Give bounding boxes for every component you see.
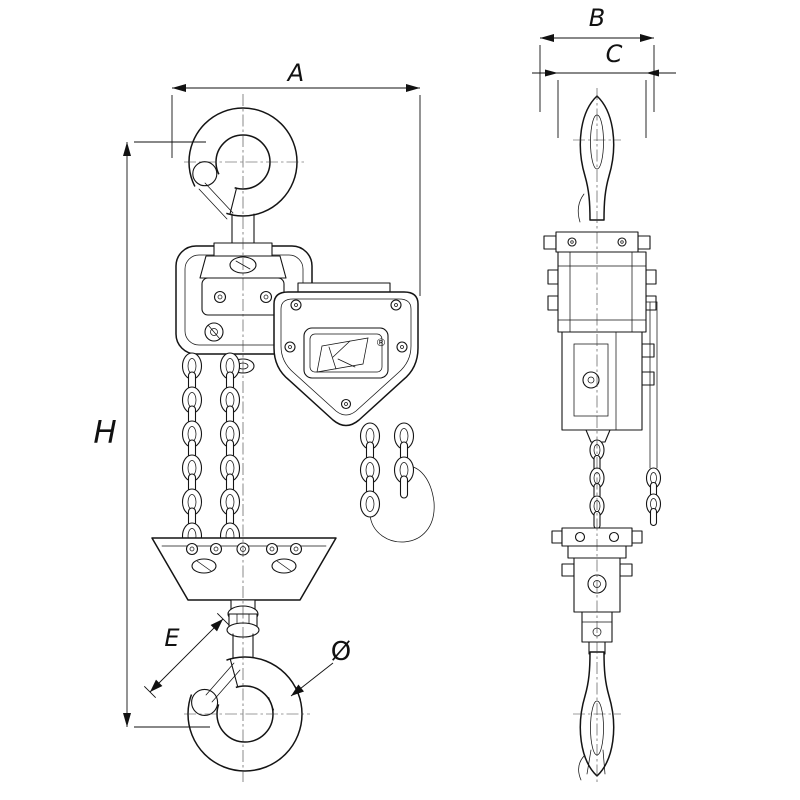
dimension-a: A <box>171 59 421 296</box>
centerlines <box>184 88 621 784</box>
front-view: ® <box>151 107 435 772</box>
dimension-e: E <box>143 612 230 699</box>
dimension-diameter: Ø <box>268 637 351 711</box>
registered-trademark-symbol: ® <box>376 336 387 349</box>
dimension-h: H <box>93 141 210 728</box>
lower-block <box>151 537 337 601</box>
dimension-c: C <box>532 40 676 138</box>
suspension-bracket <box>199 242 287 316</box>
gear-housing-side <box>561 331 655 443</box>
hand-wheel-cover: ® <box>273 282 419 427</box>
dim-label-side-width: B <box>589 4 605 32</box>
top-hook-latch <box>204 182 234 214</box>
upper-housing-side <box>547 251 657 333</box>
brand-logo-plate: ® <box>303 327 389 379</box>
dim-label-side-depth: C <box>606 40 623 68</box>
dim-label-hook-diameter: Ø <box>331 637 351 667</box>
dimensions: A H E Ø <box>93 4 676 728</box>
hand-chain-side <box>645 301 662 527</box>
dim-label-height: H <box>93 415 116 451</box>
dimension-b: B <box>539 4 655 112</box>
bottom-hook-latch <box>205 662 235 696</box>
dim-label-hook-opening: E <box>164 624 180 652</box>
brand-logo-flag <box>316 337 369 373</box>
dim-label-width: A <box>286 59 304 87</box>
hand-chain <box>359 422 435 543</box>
